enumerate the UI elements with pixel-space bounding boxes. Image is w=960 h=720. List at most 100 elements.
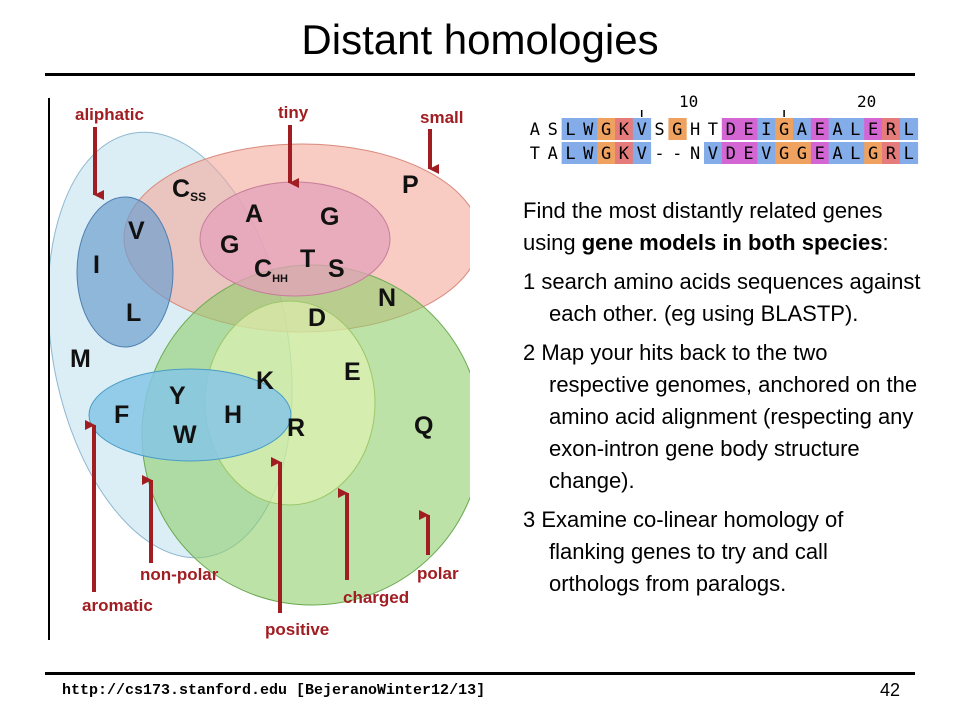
alignment-cell-bg bbox=[704, 142, 723, 164]
footer-url: http://cs173.stanford.edu [BejeranoWinte… bbox=[62, 682, 486, 699]
intro-paragraph: Find the most distantly related genes us… bbox=[523, 198, 889, 255]
alignment-residue: G bbox=[797, 144, 807, 164]
alignment-residue: D bbox=[726, 120, 736, 140]
alignment-cell-bg bbox=[721, 118, 741, 140]
slide-title: Distant homologies bbox=[301, 16, 659, 63]
alignment-residue: G bbox=[601, 144, 611, 164]
step-2: 2 Map your hits back to the two respecti… bbox=[523, 340, 918, 493]
alignment-residue: - bbox=[654, 144, 664, 164]
alignment-residue: G bbox=[779, 144, 789, 164]
alignment-residue: L bbox=[904, 144, 914, 164]
aa-r: R bbox=[287, 414, 305, 442]
alignment-residue: E bbox=[743, 144, 753, 164]
alignment-cell-bg bbox=[793, 142, 812, 164]
aa-l: L bbox=[126, 299, 141, 327]
alignment-residue: L bbox=[565, 120, 575, 140]
alignment-residue: A bbox=[832, 120, 842, 140]
alignment-residue: L bbox=[850, 120, 860, 140]
alignment-cell-bg bbox=[721, 142, 741, 164]
diagram-border bbox=[48, 98, 50, 640]
page-number: 42 bbox=[880, 680, 901, 700]
tick-label-10: 10 bbox=[679, 92, 698, 111]
alignment-cell-bg bbox=[597, 118, 616, 140]
alignment-cell-bg bbox=[775, 118, 794, 140]
alignment-residue: K bbox=[619, 144, 630, 164]
alignment-residue: R bbox=[886, 144, 897, 164]
step-3: 3 Examine co-linear homology of flanking… bbox=[523, 507, 844, 596]
alignment-cell-bg bbox=[899, 142, 919, 164]
label-charged: charged bbox=[343, 588, 409, 607]
alignment-cell-bg bbox=[632, 142, 652, 164]
alignment-residue: T bbox=[530, 144, 540, 164]
alignment-residue: E bbox=[743, 120, 753, 140]
alignment-residue: H bbox=[690, 120, 700, 140]
aromatic-region bbox=[88, 368, 292, 462]
alignment-residue: V bbox=[637, 144, 647, 164]
alignment-cell-bg bbox=[597, 142, 616, 164]
alignment-residue: G bbox=[672, 120, 682, 140]
alignment-cell-bg bbox=[615, 142, 634, 164]
body-text: Find the most distantly related genes us… bbox=[523, 195, 923, 600]
alignment-residue: E bbox=[868, 120, 878, 140]
alignment-residue: A bbox=[797, 120, 807, 140]
alignment-cell-bg bbox=[882, 118, 901, 140]
aa-h: H bbox=[224, 401, 242, 429]
alignment-cell-bg bbox=[739, 118, 758, 140]
alignment-residue: G bbox=[779, 120, 789, 140]
alignment-cell-bg bbox=[668, 118, 687, 140]
alignment-cell-bg bbox=[757, 118, 776, 140]
alignment-cell-bg bbox=[775, 142, 794, 164]
aa-y: Y bbox=[169, 382, 186, 410]
aa-g-tiny: G bbox=[320, 203, 339, 231]
alignment-cell-bg bbox=[632, 118, 652, 140]
alignment-cell-bg bbox=[810, 142, 830, 164]
alignment-residue: E bbox=[815, 144, 825, 164]
aa-c-hh: CHH bbox=[254, 255, 288, 285]
alignment-residue: T bbox=[708, 120, 718, 140]
alignment-cell-bg bbox=[561, 142, 580, 164]
alignment-residue: - bbox=[672, 144, 682, 164]
aa-w: W bbox=[173, 421, 197, 449]
alignment-residue: G bbox=[868, 144, 878, 164]
alignment-cell-bg bbox=[899, 118, 919, 140]
label-polar: polar bbox=[417, 564, 459, 583]
aa-k: K bbox=[256, 367, 274, 395]
aa-m: M bbox=[70, 345, 91, 373]
footer-rule bbox=[45, 672, 915, 675]
alignment-residue: W bbox=[583, 120, 594, 140]
alignment-residue: L bbox=[904, 120, 914, 140]
aa-n: N bbox=[378, 284, 396, 312]
aa-f: F bbox=[114, 401, 129, 429]
alignment-residue: V bbox=[708, 144, 718, 164]
alignment-cell-bg bbox=[579, 142, 598, 164]
alignment-cell-bg bbox=[864, 142, 883, 164]
title-rule bbox=[45, 73, 915, 76]
step-1: 1 search amino acids sequences against e… bbox=[523, 269, 921, 326]
aa-v: V bbox=[128, 217, 145, 245]
label-non-polar: non-polar bbox=[140, 565, 219, 584]
alignment-residue: V bbox=[637, 120, 647, 140]
label-tiny: tiny bbox=[278, 103, 309, 122]
aa-d: D bbox=[308, 304, 326, 332]
alignment-residue: I bbox=[761, 120, 771, 140]
alignment-residue: S bbox=[654, 120, 664, 140]
alignment-residue: L bbox=[565, 144, 575, 164]
alignment-residue: L bbox=[850, 144, 860, 164]
alignment-cell-bg bbox=[793, 118, 812, 140]
alignment-cell-bg bbox=[828, 118, 847, 140]
tick-label-20: 20 bbox=[857, 92, 876, 111]
alignment-residue: D bbox=[726, 144, 736, 164]
label-aliphatic: aliphatic bbox=[75, 105, 144, 124]
label-small: small bbox=[420, 108, 463, 127]
amino-acid-venn-diagram: aliphatic tiny small non-polar aromatic … bbox=[50, 103, 470, 639]
alignment-residue: R bbox=[886, 120, 897, 140]
alignment-residue: S bbox=[548, 120, 558, 140]
aa-i: I bbox=[93, 251, 100, 279]
alignment-cell-bg bbox=[615, 118, 634, 140]
alignment-residue: A bbox=[548, 144, 558, 164]
aa-q: Q bbox=[414, 412, 433, 440]
aa-c-ss: CSS bbox=[172, 175, 206, 204]
aa-g-small: G bbox=[220, 231, 239, 259]
label-aromatic: aromatic bbox=[82, 596, 153, 615]
intro-bold: gene models in both species bbox=[581, 230, 883, 255]
